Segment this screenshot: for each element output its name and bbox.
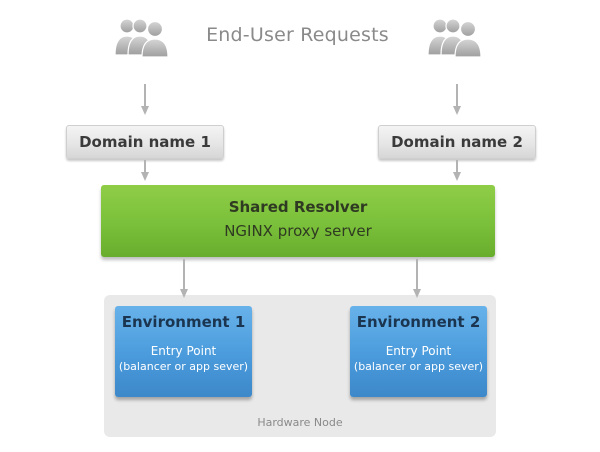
domain-name-1-box: Domain name 1 bbox=[66, 125, 224, 159]
environment-1-entry-point: Entry Point bbox=[150, 344, 217, 358]
arrow-down-icon bbox=[451, 160, 463, 182]
environment-1-note: (balancer or app sever) bbox=[118, 360, 249, 373]
arrow-down-icon bbox=[178, 259, 190, 299]
shared-resolver-box: Shared Resolver NGINX proxy server bbox=[101, 185, 495, 257]
environment-2-note: (balancer or app sever) bbox=[353, 360, 484, 373]
environment-2-title: Environment 2 bbox=[356, 313, 481, 331]
shared-resolver-title: Shared Resolver bbox=[228, 198, 368, 216]
domain-name-1-label: Domain name 1 bbox=[79, 133, 211, 151]
hardware-node-label: Hardware Node bbox=[257, 416, 343, 429]
environment-2-box: Environment 2 Entry Point (balancer or a… bbox=[350, 306, 487, 397]
environment-1-box: Environment 1 Entry Point (balancer or a… bbox=[115, 306, 252, 397]
arrow-down-icon bbox=[451, 84, 463, 116]
users-group-icon-right bbox=[427, 17, 493, 57]
domain-name-2-box: Domain name 2 bbox=[378, 125, 536, 159]
end-user-requests-title: End-User Requests bbox=[206, 24, 389, 46]
environment-2-entry-point: Entry Point bbox=[385, 344, 452, 358]
shared-resolver-subtitle: NGINX proxy server bbox=[224, 222, 372, 240]
arrow-down-icon bbox=[139, 84, 151, 116]
users-group-icon-left bbox=[114, 17, 180, 57]
environment-1-title: Environment 1 bbox=[121, 313, 246, 331]
arrow-down-icon bbox=[411, 259, 423, 299]
domain-name-2-label: Domain name 2 bbox=[391, 133, 523, 151]
arrow-down-icon bbox=[139, 160, 151, 182]
